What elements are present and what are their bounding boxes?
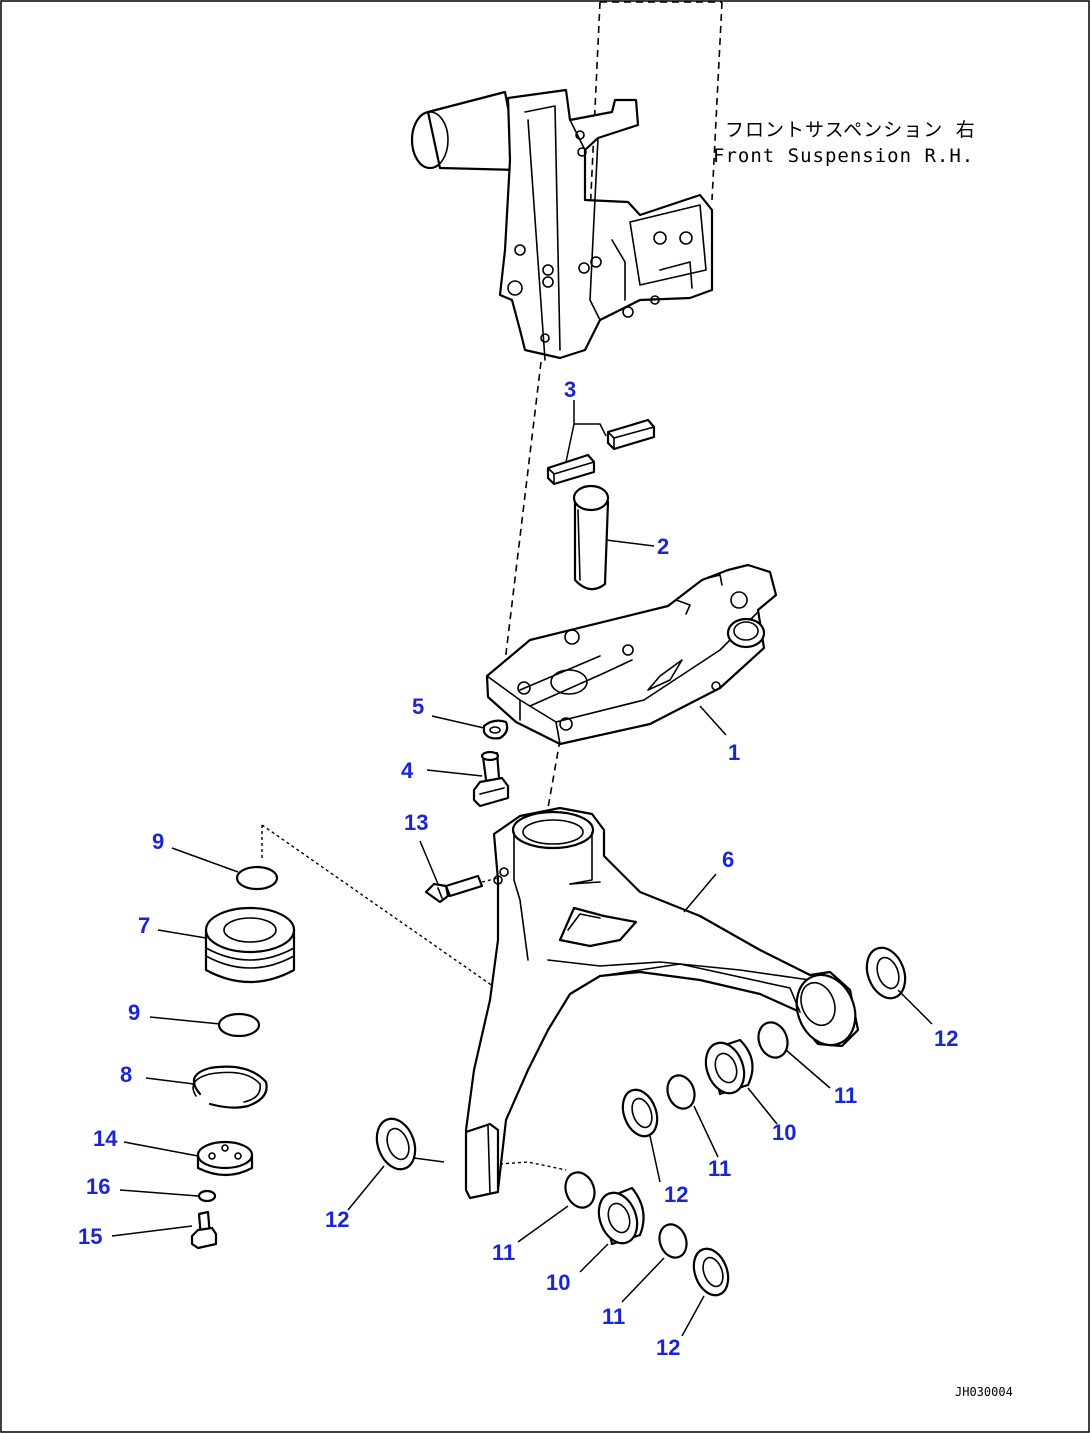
disc-part-11-c xyxy=(564,1171,596,1209)
disc-part-9-lower xyxy=(217,1012,261,1038)
caption-japanese: フロントサスペンション 右 xyxy=(725,119,976,141)
cap-part-14 xyxy=(196,1140,254,1177)
seal-part-12-mid xyxy=(621,1088,659,1138)
callout-2: 2 xyxy=(657,534,669,559)
front-suspension-assembly xyxy=(410,1,723,361)
callout-8: 8 xyxy=(120,1062,132,1087)
disc-part-11-d xyxy=(658,1223,688,1259)
callout-7: 7 xyxy=(138,913,150,938)
alignment-line-center xyxy=(547,739,561,809)
king-pin-part-2 xyxy=(572,484,610,591)
callout-9-upper: 9 xyxy=(152,829,164,854)
callout-11-a: 11 xyxy=(834,1083,857,1108)
callout-10-lower: 10 xyxy=(546,1270,570,1295)
callout-11-c: 11 xyxy=(492,1240,515,1265)
callout-6: 6 xyxy=(722,847,734,872)
bore-alignment-line xyxy=(499,1161,567,1171)
assembly-caption: フロントサスペンション 右 Front Suspension R.H. xyxy=(713,119,976,167)
bearing-part-10-upper xyxy=(704,1038,754,1096)
callout-16: 16 xyxy=(86,1174,110,1199)
bolt-part-15 xyxy=(190,1210,218,1250)
seal-part-12-left xyxy=(375,1117,417,1171)
key-part-3 xyxy=(546,418,656,486)
callout-11-b: 11 xyxy=(708,1156,731,1181)
grease-fitting-part-13 xyxy=(424,874,499,904)
upper-bracket-part-1 xyxy=(485,563,778,746)
leader-lines xyxy=(111,400,933,1337)
document-id: JH030004 xyxy=(955,1385,1013,1399)
callout-11-d: 11 xyxy=(602,1304,625,1329)
callout-3: 3 xyxy=(564,377,576,402)
callout-10-upper: 10 xyxy=(772,1120,796,1145)
disc-part-9-upper xyxy=(235,865,279,891)
callout-9-lower: 9 xyxy=(128,1000,140,1025)
callout-4: 4 xyxy=(401,758,414,783)
washer-part-5 xyxy=(482,719,509,740)
lower-arm-part-6 xyxy=(464,806,860,1200)
callout-labels: 3 2 1 5 4 13 9 6 7 9 12 8 11 10 14 11 16… xyxy=(78,377,958,1360)
callout-15: 15 xyxy=(78,1224,102,1249)
snap-ring-part-8 xyxy=(192,1065,268,1109)
callout-12-bottom: 12 xyxy=(656,1335,680,1360)
seal-alignment-line xyxy=(413,1157,445,1163)
callout-5: 5 xyxy=(412,694,424,719)
callout-14: 14 xyxy=(93,1126,118,1151)
disc-part-11-a xyxy=(757,1021,789,1059)
seal-part-12-bottom xyxy=(692,1247,730,1297)
callout-12-mid: 12 xyxy=(664,1182,688,1207)
callout-12-right: 12 xyxy=(934,1026,958,1051)
bearing-part-10-lower xyxy=(597,1186,645,1246)
caption-english: Front Suspension R.H. xyxy=(713,145,974,167)
callout-13: 13 xyxy=(404,810,428,835)
bolt-part-4 xyxy=(472,750,510,808)
alignment-line-left xyxy=(504,361,542,663)
disc-part-11-b xyxy=(666,1074,696,1110)
alignment-line-bushing xyxy=(261,824,521,1007)
seal-part-12-right xyxy=(865,946,907,1000)
callout-1: 1 xyxy=(728,740,740,765)
callout-12-left: 12 xyxy=(325,1207,349,1232)
washer-part-16 xyxy=(197,1189,217,1203)
bushing-part-7 xyxy=(204,906,296,984)
